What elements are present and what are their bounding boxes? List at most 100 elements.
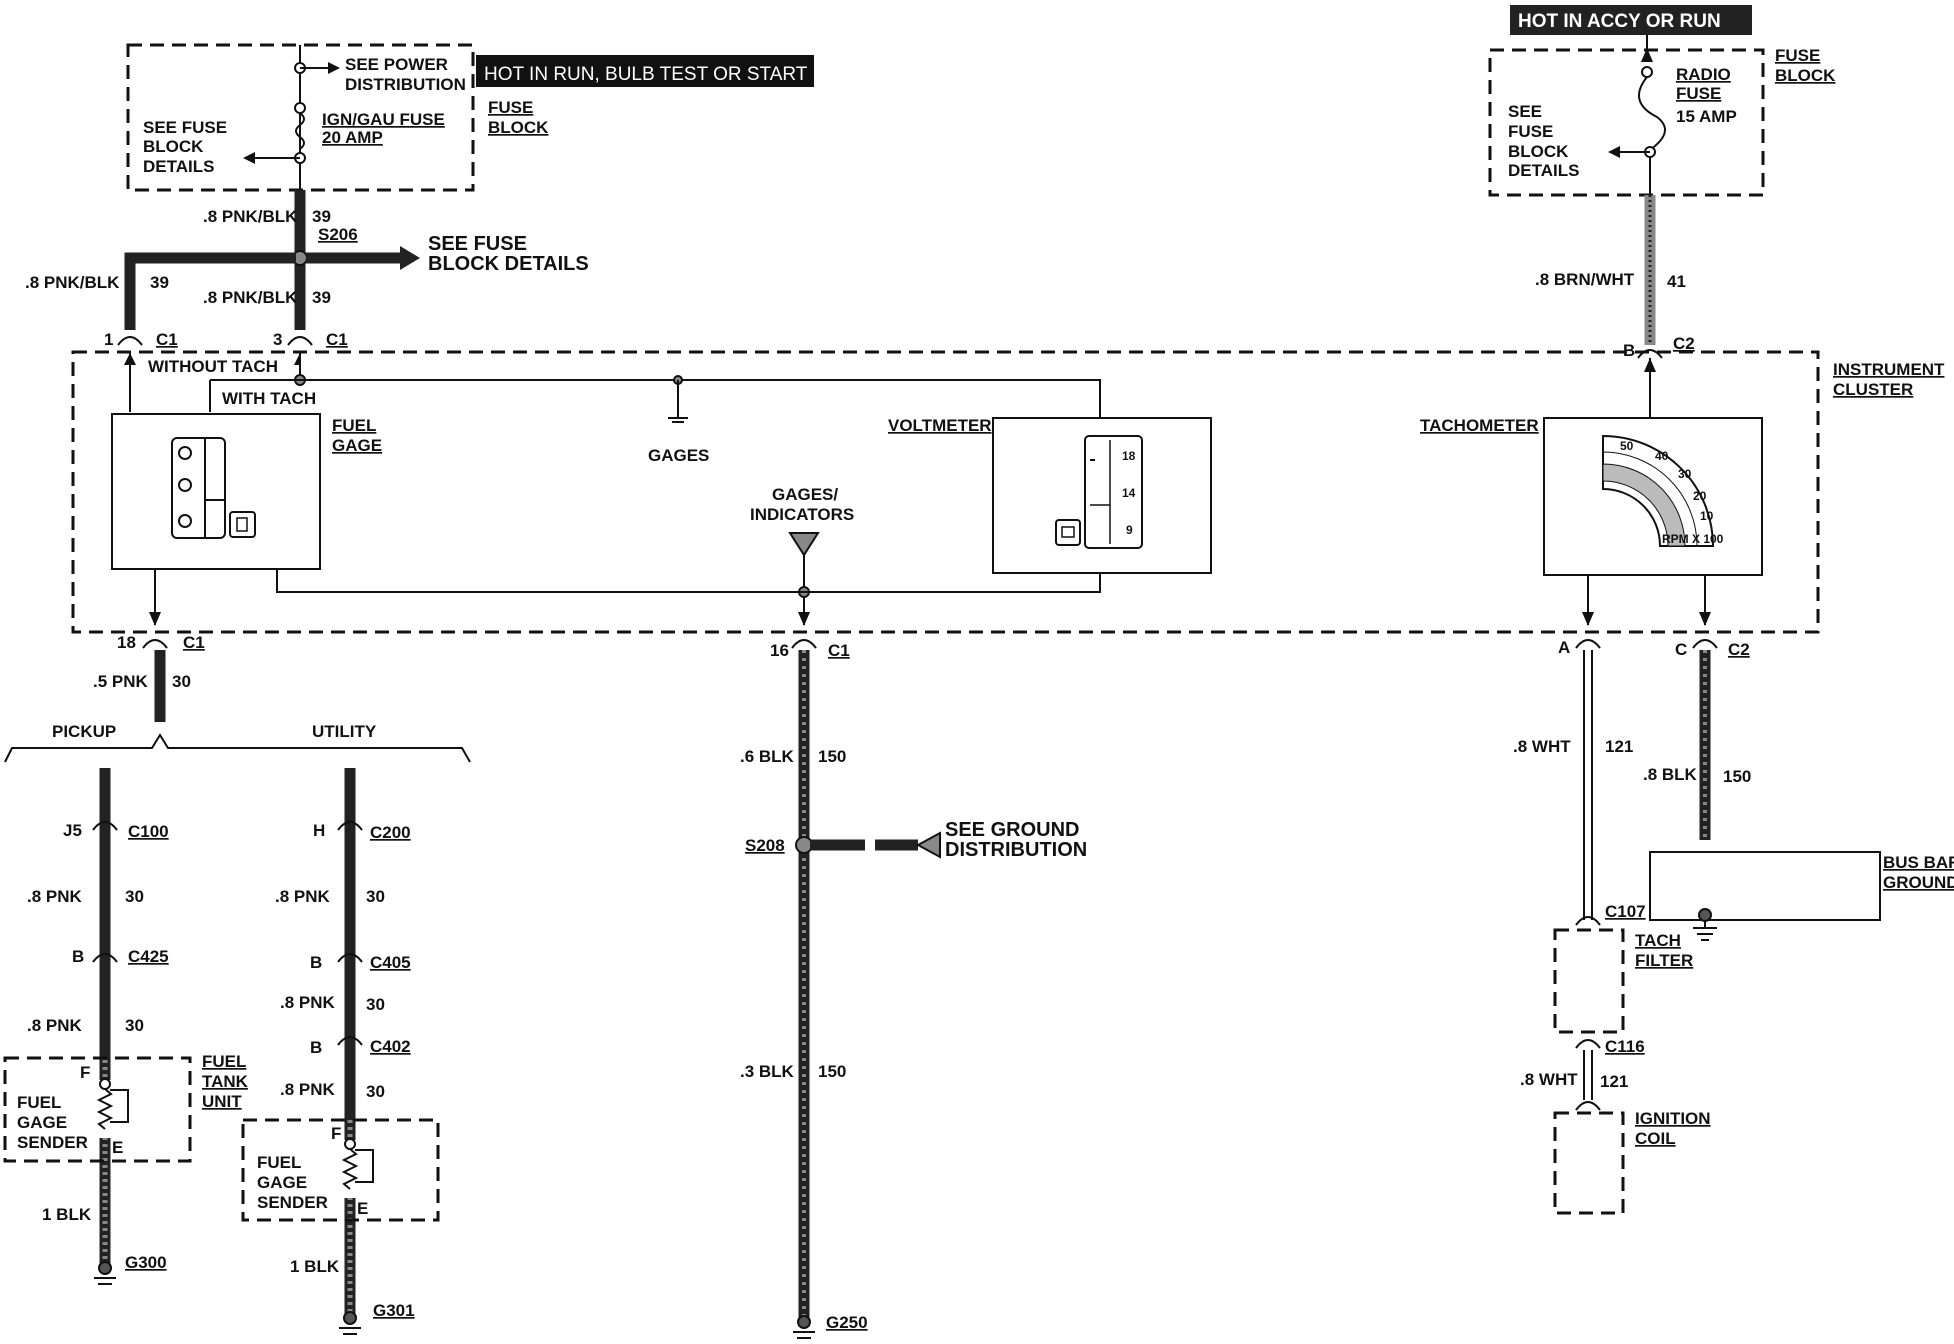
volt-tick-3: 9 <box>1126 523 1133 537</box>
feed-pin3: 3 <box>273 330 282 349</box>
right-block-label: BLOCK <box>1775 66 1836 85</box>
fuel-gage-icon <box>171 437 256 539</box>
center-wire2: .3 BLK <box>740 1062 795 1081</box>
conn-c116: C116 <box>1605 1037 1645 1056</box>
tach-signal-wire: .8 WHT <box>1513 737 1571 756</box>
pickup-conn1: C100 <box>128 822 169 841</box>
center-pin: 16 <box>770 641 789 660</box>
fuel-branch-circuit: 30 <box>172 672 191 691</box>
tach-tick-2: 40 <box>1655 449 1669 463</box>
gages-ground-symbol <box>788 532 820 557</box>
utility-label: UTILITY <box>312 722 377 741</box>
left-fuse-distribution: DISTRIBUTION <box>345 75 466 94</box>
fuel-gage-label-2: GAGE <box>332 436 382 455</box>
splice-s206: S206 <box>318 225 358 244</box>
feed-wire-mid: .8 PNK/BLK <box>203 288 298 307</box>
feed-conn1: C1 <box>156 330 178 349</box>
center-conn: C1 <box>828 641 850 660</box>
conn-c107: C107 <box>1605 902 1646 921</box>
pickup-ground-wire: 1 BLK <box>42 1205 92 1224</box>
tach-tick-4: 20 <box>1693 489 1707 503</box>
pickup-ground: G300 <box>125 1253 167 1272</box>
feed-wire-left: .8 PNK/BLK <box>25 273 120 292</box>
bus-bar-2: GROUND <box>1883 873 1954 892</box>
with-tach-label: WITH TACH <box>222 389 316 408</box>
volt-tick-1: 18 <box>1122 449 1136 463</box>
cluster-label-1: INSTRUMENT <box>1833 360 1945 379</box>
utility-conn1: C200 <box>370 823 411 842</box>
utility-conn2: C405 <box>370 953 411 972</box>
tachometer-label: TACHOMETER <box>1420 416 1539 435</box>
splice-s208-dot <box>795 836 813 854</box>
gages-indicators-2: INDICATORS <box>750 505 854 524</box>
utility-ground-wire: 1 BLK <box>290 1257 340 1276</box>
pickup-sender-1: FUEL <box>17 1093 61 1112</box>
right-see: SEE <box>1508 102 1542 121</box>
left-fuse-label: FUSE <box>488 98 533 117</box>
pickup-term-e: E <box>112 1138 123 1157</box>
ignition-coil-box <box>1553 1111 1625 1215</box>
ignition-coil-2: COIL <box>1635 1129 1676 1148</box>
bus-bar-box <box>1649 851 1881 921</box>
voltmeter-icon: 18 14 9 <box>1055 435 1143 549</box>
pickup-circuit1: 30 <box>125 887 144 906</box>
utility-term-f: F <box>331 1124 341 1143</box>
right-fuse: FUSE <box>1676 84 1721 103</box>
utility-term-e: E <box>357 1199 368 1218</box>
right-see-details: DETAILS <box>1508 161 1579 180</box>
pickup-term-f: F <box>80 1063 90 1082</box>
utility-pin3: B <box>310 1038 322 1057</box>
cluster-label-2: CLUSTER <box>1833 380 1913 399</box>
fuel-branch-wire: .5 PNK <box>93 672 149 691</box>
tachometer-icon: 50 40 30 20 10 RPM X 100 <box>1602 434 1724 547</box>
gages-indicators-1: GAGES/ <box>772 485 838 504</box>
left-see-details: DETAILS <box>143 157 214 176</box>
tach-tick-5: 10 <box>1700 509 1714 523</box>
utility-circuit2: 30 <box>366 995 385 1014</box>
utility-wire2: .8 PNK <box>280 993 336 1012</box>
fuel-branch-pin: 18 <box>117 633 136 652</box>
center-circuit1: 150 <box>818 747 846 766</box>
left-block-label: BLOCK <box>488 118 549 137</box>
utility-sender-resistor <box>341 1138 374 1198</box>
gages-label: GAGES <box>648 446 709 465</box>
tach-filter-2: FILTER <box>1635 951 1693 970</box>
left-hot-banner <box>476 55 814 87</box>
center-ground: G250 <box>826 1313 868 1332</box>
right-fuse-block-box <box>1488 48 1765 197</box>
utility-pin1: H <box>313 821 325 840</box>
left-fuse-see-power: SEE POWER <box>345 55 448 74</box>
radio-feed-pin: B <box>1623 341 1635 360</box>
left-fuse-amp: 20 AMP <box>322 128 383 147</box>
right-see-fuse: FUSE <box>1508 122 1553 141</box>
utility-circuit3: 30 <box>366 1082 385 1101</box>
left-see-block: BLOCK <box>143 137 204 156</box>
radio-feed-circuit: 41 <box>1667 272 1686 291</box>
see-ground-2: DISTRIBUTION <box>945 839 1087 861</box>
right-radio: RADIO <box>1676 65 1731 84</box>
feed-pin1: 1 <box>104 330 113 349</box>
right-amp: 15 AMP <box>1676 107 1737 126</box>
pickup-unit-3: UNIT <box>202 1092 242 1111</box>
utility-wire1: .8 PNK <box>275 887 331 906</box>
utility-circuit1: 30 <box>366 887 385 906</box>
splice-s208: S208 <box>745 836 785 855</box>
utility-ground: G301 <box>373 1301 415 1320</box>
pickup-sender-3: SENDER <box>17 1133 88 1152</box>
utility-sender-1: FUEL <box>257 1153 301 1172</box>
tach-signal-circuit2: 121 <box>1600 1072 1628 1091</box>
feed-conn3: C1 <box>326 330 348 349</box>
feed-circuit-left: 39 <box>150 273 169 292</box>
tach-filter-1: TACH <box>1635 931 1681 950</box>
tach-filter-box <box>1553 928 1625 1034</box>
right-hot-banner <box>1510 5 1752 35</box>
tach-ground-wire: .8 BLK <box>1643 765 1698 784</box>
pickup-conn2: C425 <box>128 947 169 966</box>
voltmeter-label: VOLTMETER <box>888 416 992 435</box>
radio-feed-conn: C2 <box>1673 334 1695 353</box>
tach-tick-3: 30 <box>1678 467 1692 481</box>
pickup-unit-2: TANK <box>202 1072 249 1091</box>
pickup-label: PICKUP <box>52 722 116 741</box>
left-fuse-name: IGN/GAU FUSE <box>322 110 445 129</box>
tach-ground-conn: C2 <box>1728 640 1750 659</box>
